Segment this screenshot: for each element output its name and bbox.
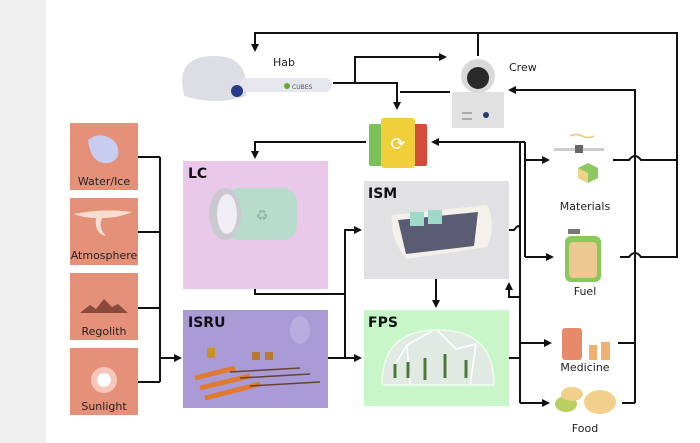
ice-icon [88,135,119,164]
svg-text:⟳: ⟳ [390,134,405,155]
medicine-jar-icon [562,328,582,360]
resource-regolith: Regolith [70,273,138,340]
cubes-logo [284,83,290,89]
system-isru: ISRU [183,310,328,408]
resource-bus [138,156,161,383]
isru-plant-icon [194,316,321,401]
isru-title: ISRU [188,315,225,331]
ism-title: ISM [368,186,397,202]
ism-module-icon [391,205,492,259]
resource-label: Atmosphere [71,249,138,262]
resource-atmosphere: Atmosphere [70,198,138,265]
system-lc: LC ♻ [183,161,328,289]
hab-label: Hab [273,56,295,69]
resource-label: Sunlight [81,400,127,413]
product-label: Fuel [574,285,597,298]
resource-box [70,198,138,265]
crew-astronaut-icon: Crew [452,59,537,128]
svg-text:♻: ♻ [256,208,269,224]
resource-water-ice: Water/Ice [70,123,138,190]
product-label: Materials [560,200,611,213]
resource-label: Water/Ice [78,175,131,188]
line-ism-output [509,225,521,231]
resource-sunlight: Sunlight [70,348,138,415]
arrow-to-ism [344,226,362,294]
resource-label: Regolith [81,325,126,338]
line-materials-fuel-return [613,155,678,258]
mountain-icon [80,299,128,313]
arrow-products-to-crew [510,90,636,404]
lc-module-icon: ♻ [209,188,297,240]
arrow-hab-to-bins [355,82,401,110]
lc-title: LC [188,166,207,182]
product-food: Food [555,387,616,435]
product-bus [519,142,526,403]
arrow-to-ism-bottom [505,282,520,298]
nasa-logo [231,85,243,97]
flow-arrows [138,32,678,407]
product-label: Food [572,422,598,435]
hab-module: CUBES Hab [182,56,332,101]
cubes-logo-text: CUBES [292,84,312,91]
system-fps: FPS [364,310,509,406]
sun-icon [97,373,111,387]
arrow-bins-to-lc [251,141,366,159]
cloud-icon [74,210,132,236]
greenhouse-dome-icon [381,329,495,386]
product-materials: Materials [554,133,611,213]
left-margin-strip [0,0,46,443]
product-medicine: Medicine [560,328,610,374]
product-label: Medicine [560,361,609,374]
product-fuel: Fuel [565,229,601,298]
crew-label: Crew [509,61,537,74]
arrow-hab-to-crew [333,53,447,84]
fps-title: FPS [368,315,398,331]
recycle-bins-icon: ⟳ [369,118,427,168]
system-ism: ISM [364,181,509,279]
arrow-products-to-hab [251,32,678,160]
